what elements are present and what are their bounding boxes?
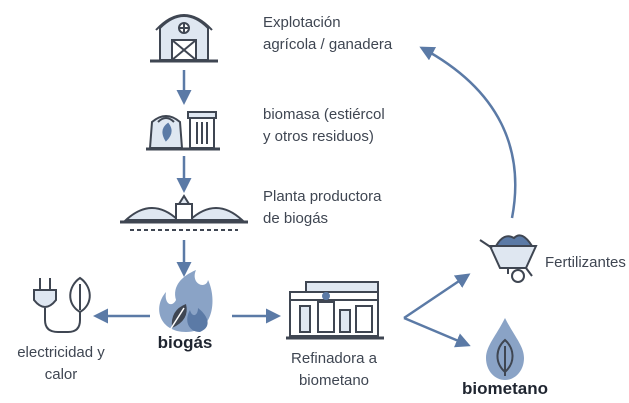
barn-icon xyxy=(150,14,218,63)
refinery-label: Refinadora a biometano xyxy=(291,350,377,389)
biomass-bins-icon xyxy=(146,111,220,151)
biogas-label: biogás xyxy=(157,333,213,352)
biomethane-label: biometano xyxy=(462,379,548,398)
biogas-plant-icon xyxy=(120,194,248,231)
wheelbarrow-icon xyxy=(479,234,538,283)
arrow-refinery-to-fertilizer xyxy=(403,273,471,320)
plant-label: Planta productora de biogás xyxy=(263,188,382,227)
biomass-label: biomasa (estiércol y otros residuos) xyxy=(263,106,385,145)
farm-label: Explotación agrícola / ganadera xyxy=(263,14,393,53)
electricity-label: electricidad y calor xyxy=(17,344,105,383)
flame-leaf-icon xyxy=(159,270,213,332)
fertilizer-label: Fertilizantes xyxy=(545,254,626,271)
plug-leaf-icon xyxy=(33,276,91,333)
arrow-fertilizer-to-farm xyxy=(419,46,517,219)
leaf-drop-icon xyxy=(486,318,524,380)
refinery-icon xyxy=(286,281,384,340)
arrow-refinery-to-biomethane xyxy=(403,316,471,348)
flow-arrows xyxy=(93,46,517,348)
